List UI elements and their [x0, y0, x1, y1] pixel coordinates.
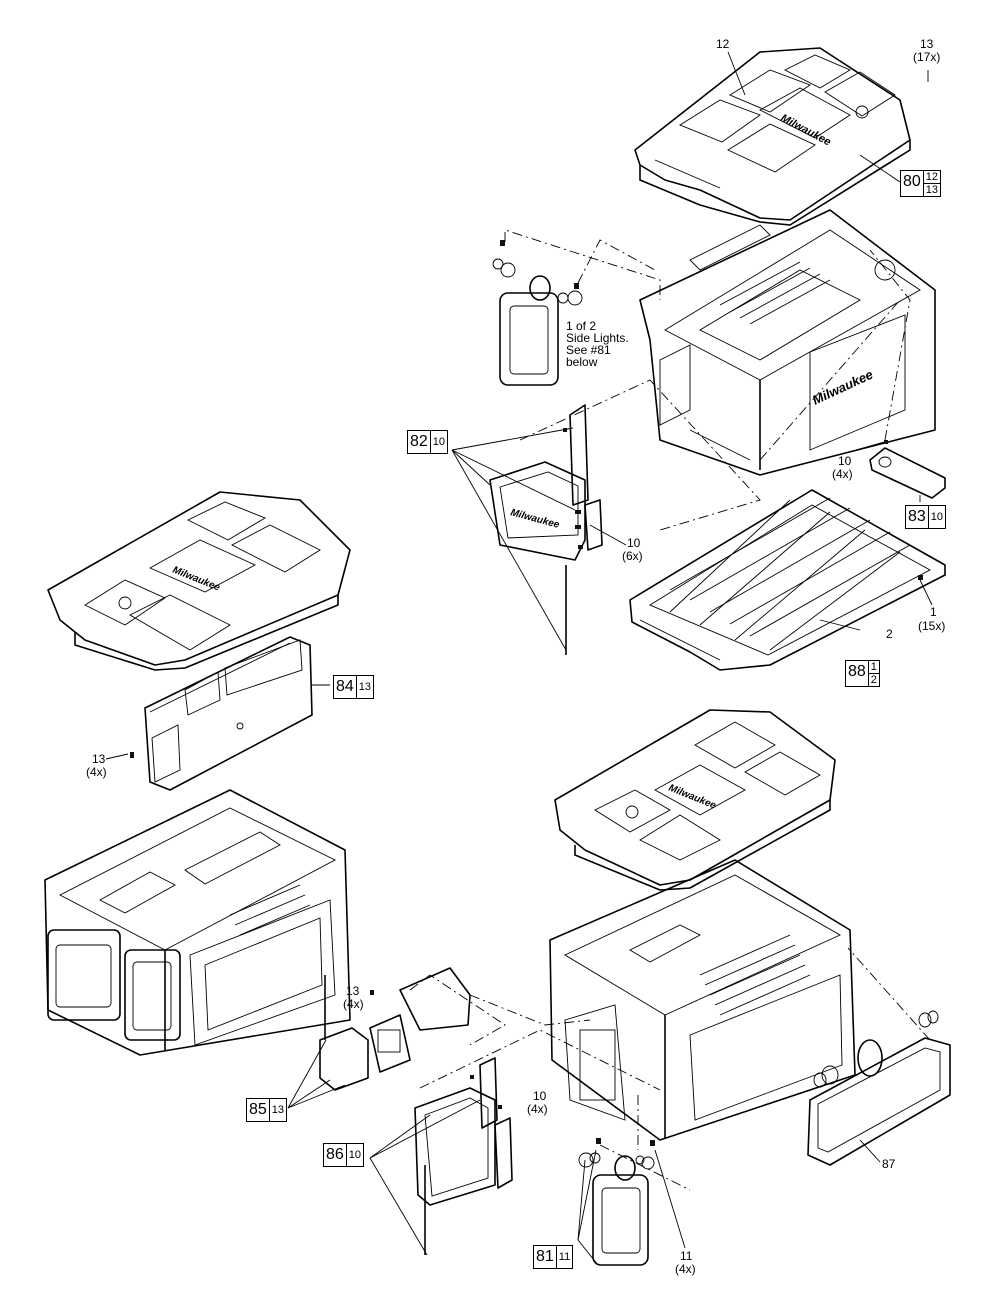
callout-13-mid-qty: (4x)	[343, 997, 364, 1011]
callout-10-right-qty: (4x)	[832, 467, 853, 481]
light-bar	[869, 440, 946, 499]
kit-84-box: 84 13	[333, 675, 375, 699]
battery-cover	[130, 636, 313, 791]
right-lid-organizer: Milwaukee	[554, 709, 836, 891]
callout-12: 12	[716, 37, 730, 51]
brand-logo-door: Milwaukee	[509, 507, 561, 531]
kit-82-sub-1: 10	[432, 436, 446, 448]
brand-logo-top-box: Milwaukee	[810, 367, 875, 408]
callout-10-bottom-qty: (4x)	[527, 1102, 548, 1116]
kit-84-sub-1: 13	[358, 681, 372, 693]
kit-85-box: 85 13	[246, 1098, 288, 1122]
brand-logo-right-lid: Milwaukee	[667, 783, 718, 812]
lower-switch-and-door-parts	[319, 967, 513, 1255]
kit-85-sub-1: 13	[271, 1104, 285, 1116]
left-lower-box	[44, 789, 351, 1056]
kit-82-number: 82	[407, 430, 431, 454]
kit-82-box: 82 10	[407, 430, 449, 454]
kit-83-number: 83	[905, 505, 929, 529]
callout-13-mid: 13	[346, 984, 360, 998]
kit-81-number: 81	[533, 1245, 557, 1269]
kit-86-number: 86	[323, 1143, 347, 1167]
organizer-tray	[629, 489, 946, 671]
callout-13-left-qty: (4x)	[86, 765, 107, 779]
kit-81-sub-1: 11	[558, 1251, 571, 1263]
kit-88-sub-1: 1	[870, 661, 877, 673]
kit-80-sub-1: 12	[925, 171, 939, 183]
kit-81-box: 81 11	[533, 1245, 574, 1269]
callout-1: 1	[930, 605, 937, 619]
kit-84-number: 84	[333, 675, 357, 699]
callout-10-6x-qty: (6x)	[622, 549, 643, 563]
door-panel-upper: Milwaukee	[489, 404, 603, 655]
right-lower-box	[549, 859, 856, 1141]
kit-86-box: 86 10	[323, 1143, 365, 1167]
callout-2: 2	[886, 627, 893, 641]
top-lid-organizer: Milwaukee	[634, 47, 911, 226]
callout-87: 87	[882, 1157, 896, 1171]
kit-88-sub-2: 2	[868, 673, 879, 686]
kit-85-number: 85	[246, 1098, 270, 1122]
kit-88-number: 88	[845, 660, 869, 687]
callout-10-right: 10	[838, 454, 852, 468]
callout-1-qty: (15x)	[918, 619, 946, 633]
callout-10-bottom: 10	[533, 1089, 547, 1103]
side-light-upper	[492, 240, 583, 386]
kit-86-sub-1: 10	[348, 1149, 362, 1161]
leader-lines	[105, 51, 933, 1266]
assembly-lines	[409, 229, 931, 1191]
kit-88-box: 88 1 2	[845, 660, 880, 687]
callout-13-top-qty: (17x)	[913, 50, 941, 64]
side-light-large	[807, 1010, 951, 1166]
kit-80-sub-2: 13	[923, 183, 941, 196]
callout-10-6x: 10	[627, 536, 641, 550]
kit-83-sub-1: 10	[930, 511, 944, 523]
kit-80-box: 80 12 13	[900, 170, 942, 197]
top-box-body: Milwaukee	[639, 209, 936, 476]
callout-11: 11	[680, 1249, 693, 1263]
side-lights-note: 1 of 2 Side Lights. See #81 below	[566, 319, 629, 369]
side-light-lower	[578, 1138, 655, 1266]
brand-logo-top-lid: Milwaukee	[779, 112, 833, 148]
callout-11-qty: (4x)	[675, 1262, 696, 1276]
brand-logo-left-lid: Milwaukee	[171, 565, 222, 594]
callout-13-left: 13	[92, 752, 106, 766]
kit-83-box: 83 10	[905, 505, 947, 529]
callout-13-top: 13	[920, 37, 934, 51]
kit-80-number: 80	[900, 170, 924, 197]
